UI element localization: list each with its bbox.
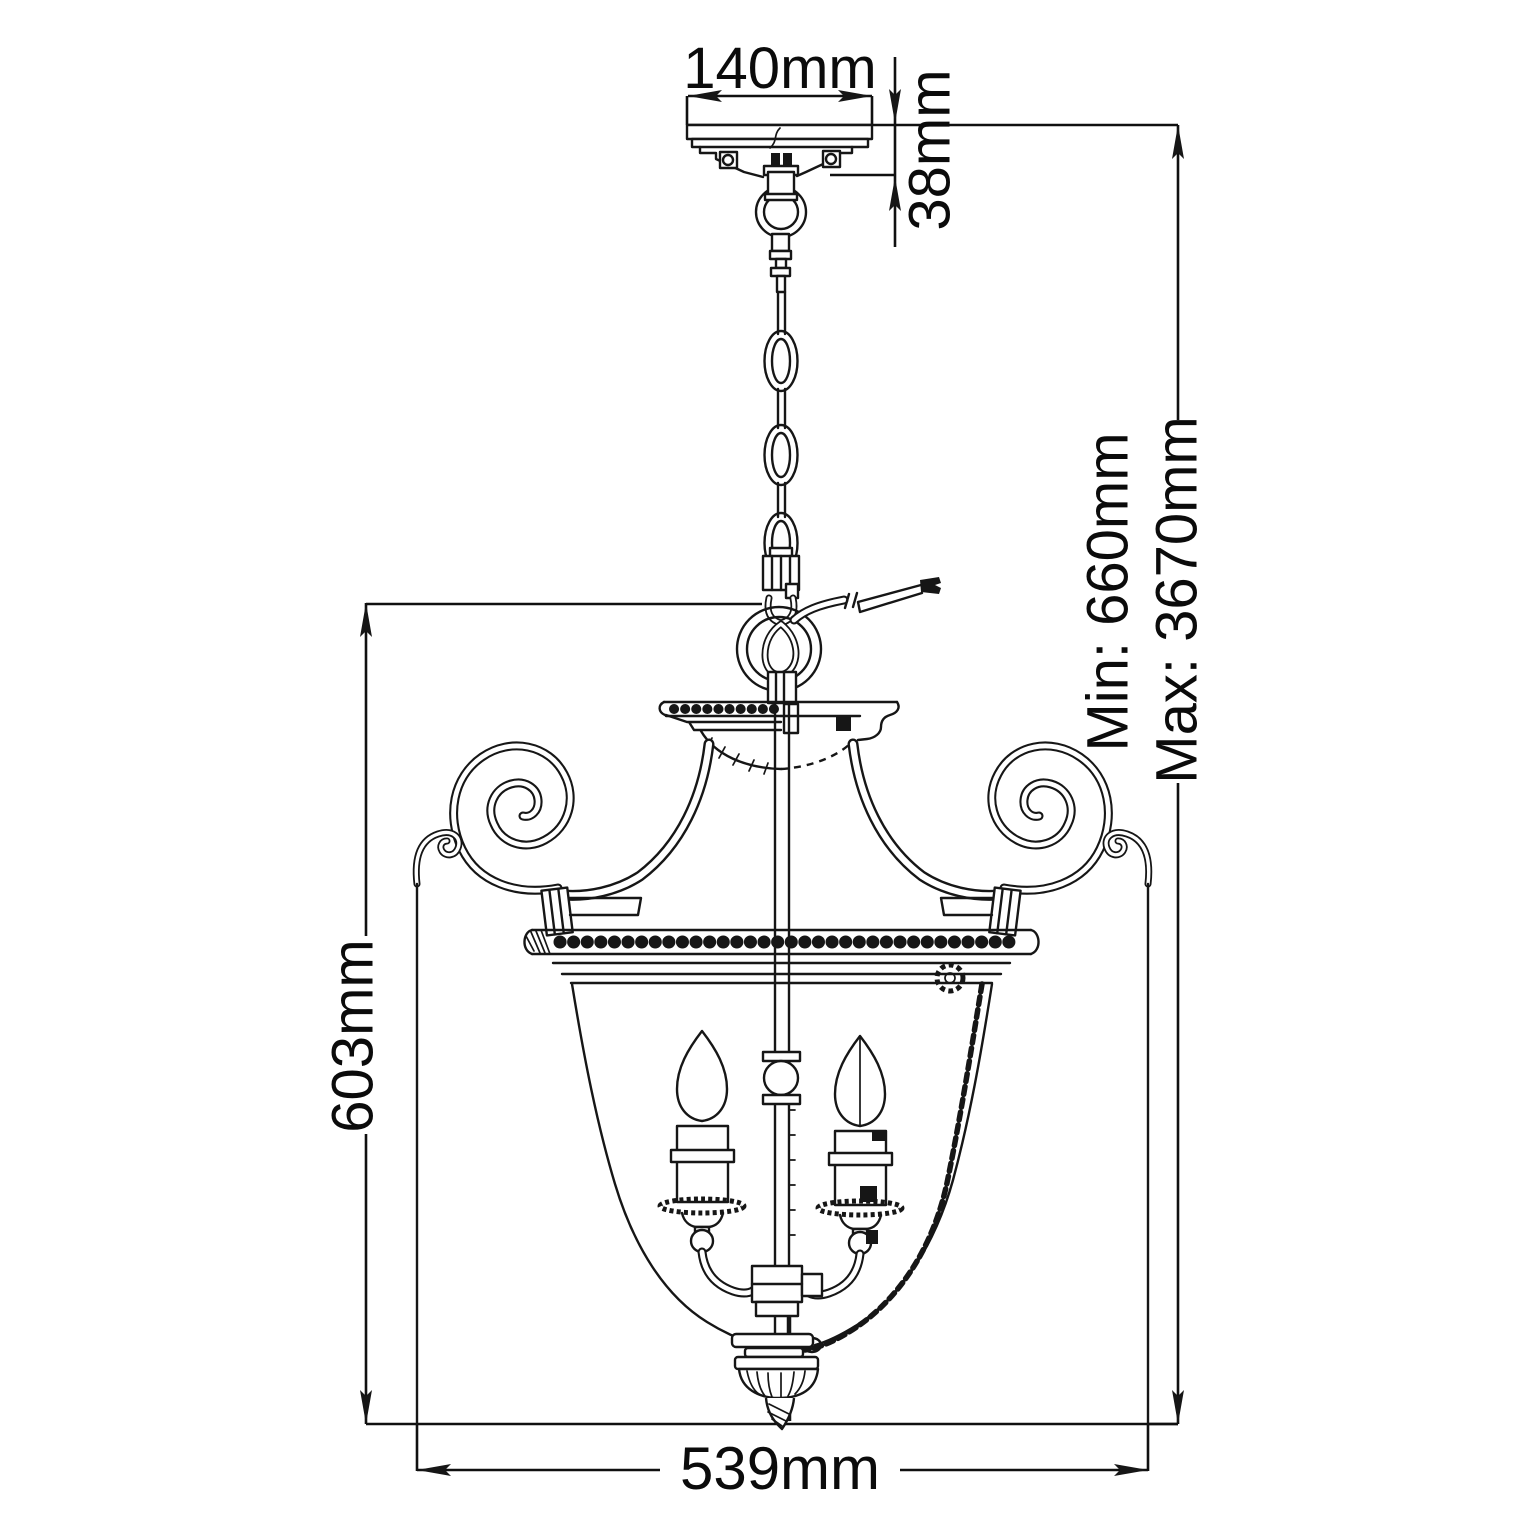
base-finial bbox=[730, 1332, 820, 1431]
body-height-label: 603mm bbox=[320, 939, 385, 1132]
dim-canopy-height: 38mm bbox=[830, 57, 962, 247]
scroll-arms bbox=[449, 738, 1113, 937]
right-candle bbox=[800, 1034, 905, 1300]
power-cord bbox=[789, 577, 941, 625]
suspension-chain bbox=[761, 290, 801, 600]
plug-icon bbox=[920, 577, 941, 594]
body-width-label: 539mm bbox=[680, 1435, 880, 1502]
dim-body-width: 539mm bbox=[366, 1422, 1178, 1502]
dim-hanging-range: Min: 660mm Max: 3670mm bbox=[1075, 125, 1209, 1426]
hanging-min-label: Min: 660mm bbox=[1075, 432, 1140, 751]
dim-body-height: 603mm bbox=[320, 602, 762, 1424]
canopy-loop bbox=[754, 170, 808, 239]
left-candle bbox=[657, 1029, 762, 1298]
dim-canopy-width: 140mm bbox=[683, 36, 877, 125]
candles bbox=[657, 1029, 905, 1318]
chandelier-drawing bbox=[412, 123, 1153, 1431]
cable-coupler bbox=[768, 232, 793, 294]
ceiling-canopy bbox=[685, 123, 874, 179]
socket-hub bbox=[750, 1264, 824, 1318]
urn-rim bbox=[523, 928, 1040, 985]
canopy-height-label: 38mm bbox=[897, 69, 962, 230]
urn-body bbox=[570, 962, 994, 1354]
hook-eyelet bbox=[934, 962, 966, 994]
body-cap bbox=[658, 670, 900, 775]
frame-outline bbox=[412, 829, 1153, 1426]
hanging-max-label: Max: 3670mm bbox=[1144, 416, 1209, 783]
inner-chain bbox=[802, 981, 985, 1353]
canopy-width-label: 140mm bbox=[683, 36, 876, 101]
